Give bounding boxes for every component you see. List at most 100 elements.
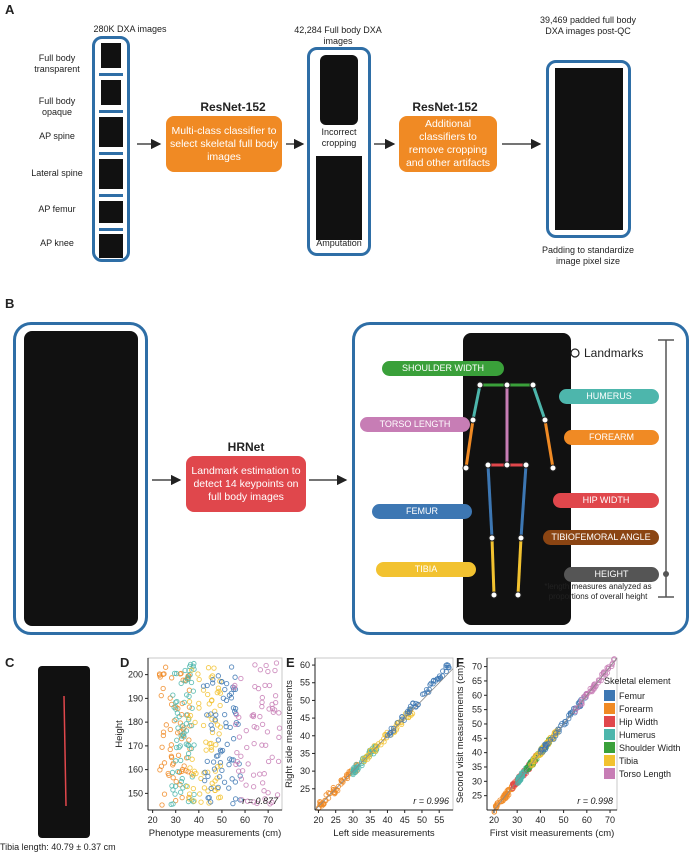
col1-title: 280K DXA images: [93, 24, 167, 34]
data-point: [176, 744, 182, 750]
legend-label: Shoulder Width: [619, 742, 681, 753]
data-point: [413, 700, 419, 707]
data-point: [157, 674, 163, 680]
data-point: [178, 680, 184, 687]
y-tick-label: 55: [300, 678, 310, 688]
data-point: [208, 698, 215, 704]
legend-swatch: [604, 768, 615, 779]
x-tick-label: 20: [313, 815, 323, 825]
data-point: [222, 711, 228, 718]
data-point: [323, 792, 329, 798]
data-point: [204, 712, 210, 718]
data-point: [201, 770, 207, 776]
tibia-overlay: [63, 695, 67, 807]
data-point: [259, 694, 265, 701]
data-point: [192, 719, 198, 726]
data-point: [186, 796, 192, 802]
col3-title: 39,469 padded full body DXA images post-…: [539, 15, 637, 36]
data-point: [197, 791, 203, 797]
data-point: [223, 680, 230, 687]
legend-item: Humerus: [604, 728, 700, 741]
data-point: [198, 799, 204, 805]
data-point: [222, 686, 228, 693]
data-point: [183, 721, 190, 727]
data-point: [205, 691, 211, 698]
data-point: [173, 699, 179, 705]
data-point: [157, 767, 163, 773]
data-point: [181, 763, 187, 769]
data-point: [238, 675, 244, 682]
data-point: [406, 708, 413, 715]
data-point: [534, 752, 541, 758]
data-point: [196, 676, 202, 683]
panel-f-label: F: [456, 655, 464, 670]
legend-swatch: [604, 703, 615, 714]
data-point: [440, 668, 446, 674]
data-point: [170, 692, 176, 698]
data-point: [583, 692, 589, 698]
data-point: [530, 758, 536, 764]
data-point: [171, 718, 177, 724]
data-point: [215, 753, 221, 759]
data-point: [160, 732, 167, 739]
y-tick-label: 50: [300, 695, 310, 705]
legend-label: Torso Length: [619, 768, 672, 779]
col2-item-1: Incorrect cropping: [321, 127, 357, 148]
dxa-thumb-lateral: [99, 159, 123, 189]
col3-caption: Padding to standardize image pixel size: [541, 245, 635, 266]
data-point: [265, 790, 271, 796]
legend-item: Hip Width: [604, 715, 700, 728]
label-tibia: TIBIA: [376, 562, 476, 577]
data-point: [231, 685, 237, 691]
data-point: [230, 800, 236, 807]
data-point: [271, 707, 278, 713]
data-point: [209, 716, 215, 722]
data-point: [211, 766, 218, 772]
data-point: [244, 744, 250, 751]
col1-item-3: AP spine: [39, 131, 75, 141]
data-point: [210, 676, 216, 683]
data-point: [212, 717, 218, 723]
data-point: [553, 730, 559, 736]
data-point: [174, 737, 180, 743]
y-tick-label: 60: [300, 660, 310, 670]
data-point: [583, 694, 589, 700]
data-point: [239, 797, 245, 803]
separator: [99, 152, 123, 155]
data-point: [276, 710, 282, 716]
data-point: [276, 725, 283, 731]
data-point: [359, 762, 365, 769]
x-tick-label: 70: [605, 815, 615, 825]
data-point: [158, 692, 164, 699]
data-point: [195, 671, 201, 677]
data-point: [175, 725, 181, 731]
data-point: [178, 778, 185, 785]
data-point: [263, 742, 269, 748]
y-axis-label: Second visit measurements (cm): [455, 665, 466, 803]
panel-b-label: B: [5, 296, 15, 311]
dxa-thumb-cropped: [320, 55, 358, 125]
data-point: [178, 733, 184, 739]
data-point: [584, 691, 590, 697]
legend-swatch: [604, 742, 615, 753]
data-point: [592, 681, 598, 687]
tibia-caption: Tibia length: 40.79 ± 0.37 cm: [0, 842, 116, 852]
data-point: [186, 737, 192, 743]
hrnet-label: HRNet: [227, 440, 265, 454]
data-point: [250, 772, 257, 778]
data-point: [434, 676, 440, 682]
data-point: [213, 742, 219, 748]
legend-title: Skeletal element: [604, 676, 671, 686]
data-point: [215, 737, 222, 743]
legend-label: Femur: [619, 690, 646, 701]
panel-b-overlay: [152, 339, 674, 599]
data-point: [205, 665, 212, 671]
data-point: [257, 667, 264, 673]
data-point: [209, 729, 216, 736]
data-point: [386, 730, 393, 737]
input-image-frame: [13, 322, 148, 635]
y-tick-label: 55: [472, 705, 482, 715]
data-point: [217, 763, 224, 769]
y-tick-label: 40: [300, 731, 310, 741]
data-point: [275, 758, 282, 765]
